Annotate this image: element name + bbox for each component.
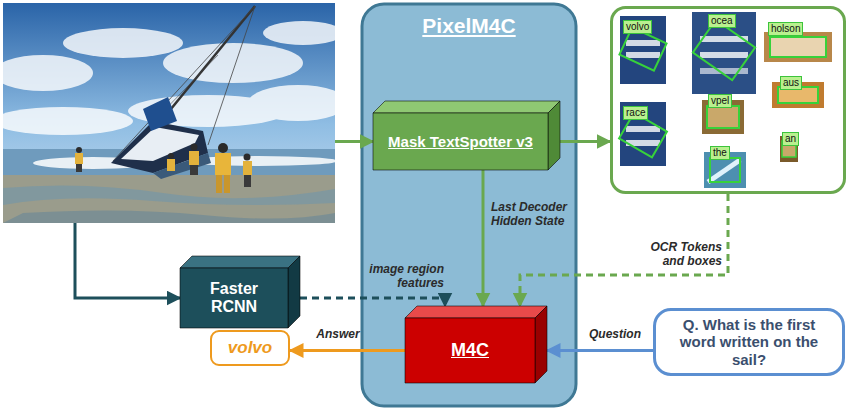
ocr-token: an	[782, 132, 799, 146]
block-face	[548, 101, 560, 170]
connector-arrow	[547, 349, 653, 352]
token-slot: the	[710, 146, 730, 160]
answer-box: volvo	[210, 330, 290, 366]
ocr-token: holson	[768, 22, 803, 36]
block-face	[180, 268, 288, 328]
token-slot: holson	[768, 22, 803, 36]
model-block: Faster RCNN	[180, 256, 300, 328]
edge-label: OCR Tokens and boxes	[638, 240, 722, 269]
photo-illustration	[3, 3, 335, 223]
question-box: Q. What is the first word written on the…	[653, 308, 845, 376]
photo-node	[3, 3, 335, 223]
edge-label-slot: Last Decoder Hidden State	[491, 200, 575, 229]
block-front: Mask TextSpotter v3	[373, 113, 548, 170]
connector-arrow	[300, 298, 445, 306]
node-text: Q. What is the first word written on the…	[665, 316, 833, 368]
block-face	[373, 113, 548, 170]
token-slot: vpel	[708, 94, 732, 108]
ocr-token: volvo	[623, 20, 652, 34]
ocr-crops	[619, 12, 832, 188]
block-face	[405, 318, 535, 383]
block-face	[373, 101, 560, 113]
block-face	[535, 306, 547, 383]
node-text: M4C	[451, 340, 489, 361]
ocr-token: vpel	[708, 94, 732, 108]
block-front: M4C	[405, 318, 535, 383]
edge-label: Last Decoder Hidden State	[491, 200, 575, 229]
token-slot: ocea	[708, 14, 736, 28]
ocr-panel-ground	[612, 8, 845, 193]
model-block: Mask TextSpotter v3	[373, 101, 560, 170]
edge-label-slot: Question	[584, 327, 646, 341]
edge-label-slot: Answer	[300, 327, 376, 341]
model-block: M4C	[405, 306, 547, 383]
node-text: volvo	[228, 338, 272, 358]
block-face	[180, 256, 300, 268]
connector-arrow	[75, 223, 180, 298]
connector-arrow	[482, 170, 485, 306]
token-slot: volvo	[623, 20, 652, 34]
panel-heading: PixelM4C	[362, 14, 576, 38]
token-slot: an	[782, 132, 799, 146]
connector-arrow	[290, 349, 405, 352]
edge-label-slot: OCR Tokens and boxes	[638, 240, 722, 269]
block-front: Faster RCNN	[180, 268, 288, 328]
edge-label-slot: image region features	[364, 262, 444, 291]
edge-label: image region features	[364, 262, 444, 291]
connector-arrow	[335, 140, 373, 143]
ocr-token: ocea	[708, 14, 736, 28]
token-slot: aus	[780, 76, 802, 90]
ocr-token: race	[623, 106, 648, 120]
connector-arrow	[560, 140, 610, 143]
node-text: PixelM4C	[362, 14, 576, 38]
ocr-token: aus	[780, 76, 802, 90]
node-text: Faster RCNN	[188, 280, 280, 317]
node-text: Mask TextSpotter v3	[388, 133, 533, 150]
ocr-panel: volvo ocea holson aus race vpel the an	[610, 6, 846, 194]
panel-ground	[362, 4, 576, 406]
ocr-token: the	[710, 146, 730, 160]
edge-label: Question	[584, 327, 646, 341]
block-face	[288, 256, 300, 328]
edge-label: Answer	[300, 327, 376, 341]
block-face	[405, 306, 547, 318]
token-slot: race	[623, 106, 648, 120]
